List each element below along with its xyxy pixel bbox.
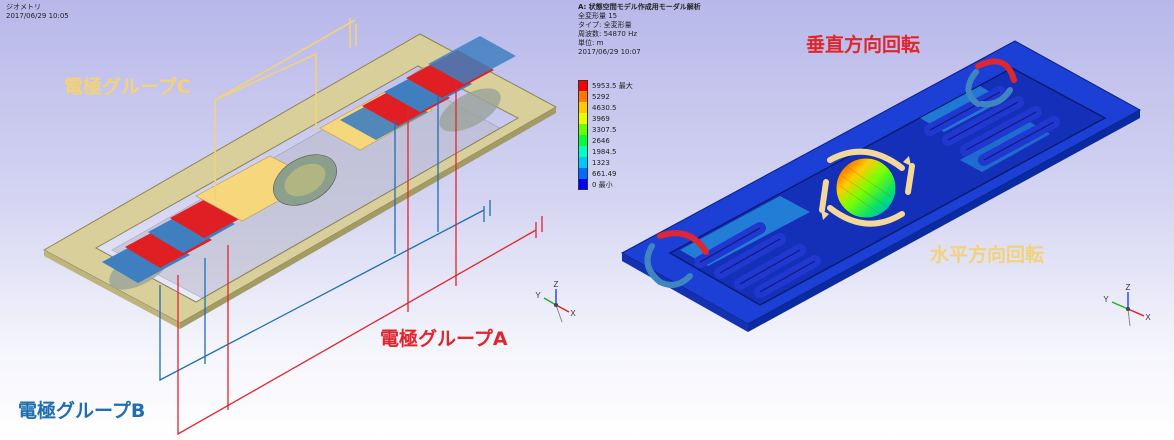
legend-value: 3969	[592, 114, 610, 123]
axis-label-x-right: X	[1145, 313, 1151, 322]
result-info: A: 状態空間モデル作成用モーダル解析 全変形量 15 タイプ: 全変形量 周波…	[578, 3, 701, 57]
modal-result-model	[620, 40, 1142, 332]
result-line-4: 単位: m	[578, 39, 604, 47]
legend-row: 5292	[578, 91, 633, 102]
legend-value: 5292	[592, 92, 610, 101]
legend-value: 5953.5 最大	[592, 81, 633, 90]
legend-row: 3969	[578, 113, 633, 124]
legend-row: 0 最小	[578, 179, 633, 190]
label-horizontal-rotation: 水平方向回転	[930, 244, 1045, 266]
legend-value: 4630.5	[592, 103, 617, 112]
geometry-title: ジオメトリ	[6, 3, 41, 11]
color-legend: 5953.5 最大 5292 4630.5 3969 3307.5 2646 1984.5 1…	[578, 80, 633, 190]
legend-row: 2646	[578, 135, 633, 146]
legend-row: 4630.5	[578, 102, 633, 113]
label-group-c: 電極グループC	[64, 76, 191, 98]
result-line-2: タイプ: 全変形量	[578, 21, 632, 29]
result-line-3: 周波数: 54870 Hz	[578, 30, 638, 38]
legend-value: 3307.5	[592, 125, 617, 134]
legend-row: 3307.5	[578, 124, 633, 135]
axis-triad-right	[1111, 292, 1145, 327]
result-line-5: 2017/06/29 10:07	[578, 48, 641, 56]
legend-swatch	[578, 179, 588, 190]
wires-group-c	[214, 18, 357, 200]
result-title: A: 状態空間モデル作成用モーダル解析	[578, 3, 701, 11]
legend-value: 661.49	[592, 169, 617, 178]
axis-label-z-right: Z	[1126, 283, 1131, 292]
rotation-arrow-vertical-icon	[644, 58, 1017, 288]
geometry-info: ジオメトリ 2017/06/29 10:05	[6, 3, 69, 21]
result-line-1: 全変形量 15	[578, 12, 618, 20]
rotation-arrow-horizontal-icon	[819, 148, 915, 227]
legend-swatch	[578, 91, 588, 102]
geometry-model	[42, 33, 558, 329]
legend-value: 1984.5	[592, 147, 617, 156]
legend-value: 1323	[592, 158, 610, 167]
legend-swatch	[578, 146, 588, 157]
axis-label-y-left: Y	[535, 291, 541, 300]
legend-swatch	[578, 135, 588, 146]
label-group-b: 電極グループB	[18, 400, 146, 422]
legend-swatch	[578, 168, 588, 179]
axis-label-y-right: Y	[1103, 295, 1109, 304]
wires-group-a	[177, 84, 543, 436]
label-group-a: 電極グループA	[380, 328, 508, 350]
axis-triad-left	[543, 289, 570, 323]
legend-value: 0 最小	[592, 180, 613, 189]
label-vertical-rotation: 垂直方向回転	[806, 34, 921, 56]
legend-row: 5953.5 最大	[578, 80, 633, 91]
axis-label-z-left: Z	[554, 280, 559, 289]
legend-row: 661.49	[578, 168, 633, 179]
legend-row: 1323	[578, 157, 633, 168]
axis-label-x-left: X	[570, 309, 576, 318]
legend-swatch	[578, 80, 588, 91]
legend-swatch	[578, 157, 588, 168]
legend-value: 2646	[592, 136, 610, 145]
legend-swatch	[578, 124, 588, 135]
legend-row: 1984.5	[578, 146, 633, 157]
geometry-timestamp: 2017/06/29 10:05	[6, 12, 69, 20]
legend-swatch	[578, 102, 588, 113]
legend-swatch	[578, 113, 588, 124]
wires-group-b	[159, 96, 491, 382]
